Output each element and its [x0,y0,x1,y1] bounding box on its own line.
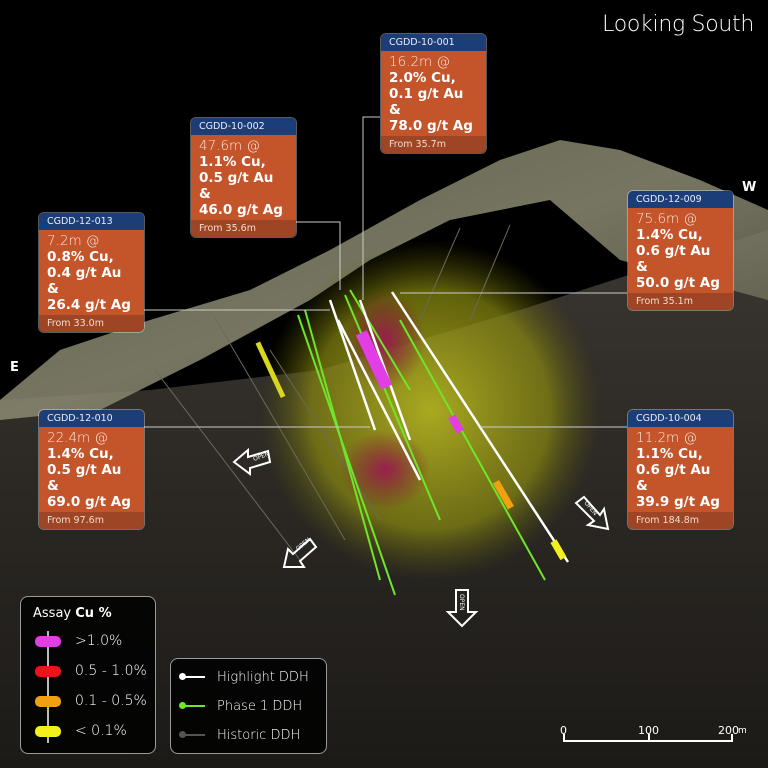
from-depth: From 35.1m [628,293,733,310]
callout-cgdd-10-004: CGDD-10-004 11.2m @1.1% Cu,0.6 g/t Au &3… [627,409,734,530]
legend-title: Assay Cu % [33,606,112,621]
legend-item: >1.0% [35,631,122,651]
drillhole-legend: Highlight DDH Phase 1 DDH Historic DDH [170,658,327,754]
phase1-ddh [297,289,546,596]
cu-grade: 1.4% Cu, [47,446,114,462]
legend-label: Historic DDH [217,727,301,743]
historic-ddh-line-icon [179,731,205,738]
scale-bar: 0 100 200 m [560,724,747,764]
legend-title-prefix: Assay [33,606,72,621]
open-arrow-icon: OPEN [282,536,318,568]
hole-id: CGDD-10-004 [628,410,733,427]
hole-id: CGDD-10-002 [191,118,296,135]
open-arrow-icon: OPEN [445,589,479,628]
legend-item: < 0.1% [35,721,127,741]
interval: 22.4m @ [47,430,109,446]
callout-cgdd-12-009: CGDD-12-009 75.6m @1.4% Cu,0.6 g/t Au &5… [627,190,734,311]
from-depth: From 184.8m [628,512,733,529]
scale-tick [648,734,650,742]
phase1-ddh-line-icon [179,702,205,709]
callout-leaders [143,116,627,428]
cu-grade: 2.0% Cu, [389,70,456,86]
au-grade: 0.5 g/t Au & [199,170,274,202]
scale-label: 200 [718,724,739,737]
assay-cu-legend: Assay Cu % >1.0% 0.5 - 1.0% 0.1 - 0.5% <… [20,596,156,754]
ag-grade: 46.0 g/t Ag [199,202,283,218]
open-label: OPEN [582,500,598,517]
historic-ddh [154,224,511,561]
au-grade: 0.4 g/t Au & [47,265,122,297]
legend-label: < 0.1% [75,723,127,739]
legend-label: 0.5 - 1.0% [75,663,147,679]
scale-tick [563,734,565,742]
east-label: E [10,360,19,375]
scale-unit: m [738,726,747,736]
legend-item: Highlight DDH [179,667,309,687]
open-arrow-icon: OPEN [232,447,272,476]
hole-id: CGDD-10-001 [381,34,486,51]
legend-label: 0.1 - 0.5% [75,693,147,709]
from-depth: From 33.0m [39,315,144,332]
mineralization-shell-high-1 [340,430,430,510]
ag-grade: 39.9 g/t Ag [636,494,720,510]
au-grade: 0.6 g/t Au & [636,243,711,275]
interval: 7.2m @ [47,233,100,249]
au-grade: 0.5 g/t Au & [47,462,122,494]
from-depth: From 35.6m [191,220,296,237]
swatch [35,665,61,677]
view-direction-title: Looking South [602,12,754,37]
au-grade: 0.1 g/t Au & [389,86,464,118]
legend-title-bold: Cu % [75,606,112,621]
swatch [35,695,61,707]
ag-grade: 69.0 g/t Ag [47,494,131,510]
open-label: OPEN [295,536,312,552]
callout-cgdd-12-010: CGDD-12-010 22.4m @1.4% Cu,0.5 g/t Au &6… [38,409,145,530]
cu-grade: 1.4% Cu, [636,227,703,243]
legend-item: 0.1 - 0.5% [35,691,147,711]
ag-grade: 26.4 g/t Ag [47,297,131,313]
cu-grade: 0.8% Cu, [47,249,114,265]
hole-id: CGDD-12-010 [39,410,144,427]
legend-label: >1.0% [75,633,123,649]
legend-label: Highlight DDH [217,669,309,685]
swatch [35,725,61,737]
open-arrow-icon: OPEN [574,495,610,531]
legend-stem [47,631,49,743]
mineralization-shell-low [260,240,600,580]
ridge-surface [0,140,768,420]
open-label: OPEN [252,451,270,463]
legend-item: Phase 1 DDH [179,696,303,716]
interval: 16.2m @ [389,54,451,70]
legend-item: 0.5 - 1.0% [35,661,147,681]
hole-id: CGDD-12-009 [628,191,733,208]
west-label: W [742,180,757,195]
ag-grade: 50.0 g/t Ag [636,275,720,291]
scale-label: 100 [638,724,659,737]
ag-grade: 78.0 g/t Ag [389,118,473,134]
cu-grade: 1.1% Cu, [636,446,703,462]
from-depth: From 35.7m [381,136,486,153]
legend-label: Phase 1 DDH [217,698,303,714]
interval: 75.6m @ [636,211,698,227]
hole-id: CGDD-12-013 [39,213,144,230]
scale-tick [731,734,733,742]
callout-cgdd-10-001: CGDD-10-001 16.2m @2.0% Cu,0.1 g/t Au &7… [380,33,487,154]
assay-segments [255,330,567,561]
callout-cgdd-12-013: CGDD-12-013 7.2m @0.8% Cu,0.4 g/t Au &26… [38,212,145,333]
interval: 47.6m @ [199,138,261,154]
highlight-ddh-line-icon [179,673,205,680]
open-label: OPEN [458,594,465,611]
scale-label: 0 [560,724,567,737]
au-grade: 0.6 g/t Au & [636,462,711,494]
interval: 11.2m @ [636,430,698,446]
legend-item: Historic DDH [179,725,301,745]
cu-grade: 1.1% Cu, [199,154,266,170]
swatch [35,635,61,647]
from-depth: From 97.6m [39,512,144,529]
callout-cgdd-10-002: CGDD-10-002 47.6m @1.1% Cu,0.5 g/t Au &4… [190,117,297,238]
